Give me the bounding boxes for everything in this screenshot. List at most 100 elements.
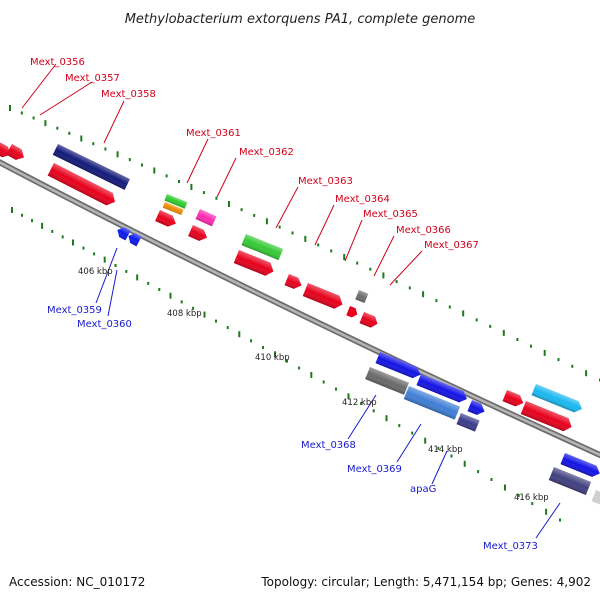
tick-mark [103,256,106,263]
gene-arrow[interactable] [188,225,209,243]
tick-mark [382,272,385,279]
tick-mark [517,494,520,497]
gene-arrow[interactable] [346,306,359,319]
tick-mark [215,196,218,200]
tick-mark [169,292,172,299]
label-connector-line [314,204,335,246]
tick-mark [385,415,388,422]
gene-label[interactable]: Mext_0362 [239,147,294,158]
tick-mark [116,151,119,158]
gene-arrow-mext-0358[interactable] [47,163,119,208]
tick-mark [250,339,253,343]
gene-label[interactable]: Mext_0369 [347,464,402,475]
tick-mark [56,126,59,130]
tick-mark [462,310,465,317]
gene-arrow-mext-0369[interactable] [403,386,460,420]
gene-arrow[interactable] [162,202,184,216]
kbp-label: 416 kbp [514,493,549,503]
tick-mark [238,331,241,338]
gene-label[interactable]: Mext_0359 [47,305,102,316]
gene-label[interactable]: Mext_0364 [335,194,390,205]
gene-label[interactable]: Mext_0366 [396,225,451,236]
gene-label[interactable]: Mext_0357 [65,73,120,84]
tick-mark [202,191,205,195]
gene-arrow-mext-0359[interactable] [115,225,131,241]
gene-label[interactable]: Mext_0361 [186,128,241,139]
gene-arrow-mext-0361[interactable] [164,194,188,209]
label-connector-line [373,235,395,277]
tick-mark [165,174,168,178]
gene-arrow[interactable] [0,139,13,160]
gene-arrow-mext-0362[interactable] [195,209,217,227]
gene-arrow-mext-0367[interactable] [359,312,380,329]
gene-arrow-mext-0360[interactable] [126,231,142,247]
tick-mark [489,324,492,328]
tick-mark [411,431,414,435]
label-connector-line [216,157,237,198]
gene-arrow[interactable] [531,384,585,415]
tick-mark [226,326,229,330]
tick-mark [192,306,195,310]
tick-mark [477,470,480,474]
gene-arrow[interactable] [502,390,526,409]
gene-arrow-apag[interactable] [456,413,480,432]
gene-label[interactable]: Mext_0358 [101,89,156,100]
gene-arrow-mext-0364[interactable] [284,274,304,291]
tick-mark [408,286,411,290]
gene-label[interactable]: Mext_0363 [298,176,353,187]
gene-arrow[interactable] [155,210,178,229]
gene-label[interactable]: Mext_0365 [363,209,418,220]
tick-mark [450,454,453,458]
tick-mark [21,213,23,217]
tick-mark [31,219,33,223]
gene-arrow[interactable] [375,352,423,380]
tick-mark [278,225,281,229]
tick-mark [435,299,438,303]
gene-arrow[interactable] [416,374,470,405]
gene-arrow-mext-0363[interactable] [241,234,284,261]
tick-mark [274,351,276,358]
gene-arrow[interactable] [233,250,276,278]
tick-mark [158,288,161,291]
tick-mark [347,393,350,400]
outer-tick-marks [9,105,600,382]
gene-label[interactable]: Mext_0360 [77,319,132,330]
tick-mark [104,147,107,151]
label-connector-line [95,247,118,304]
tick-mark [322,380,325,384]
label-connector-line [39,81,93,116]
tick-mark [20,111,23,115]
gene-arrow[interactable] [560,453,600,479]
gene-arrow[interactable] [520,401,574,433]
gene-arrow-mext-0356[interactable] [52,144,130,190]
gene-label[interactable]: Mext_0356 [30,57,85,68]
gene-label[interactable]: Mext_0367 [424,240,479,251]
gene-label[interactable]: apaG [410,484,436,495]
gene-arrow-mext-0368[interactable] [365,367,409,395]
tick-mark [557,358,560,362]
gene-arrow-mext-0373[interactable] [548,467,592,495]
tick-mark [395,280,398,284]
gene-label[interactable]: Mext_0368 [301,440,356,451]
tick-mark [490,478,493,481]
tick-mark [93,252,96,256]
gene-arrow-mext-0365[interactable] [302,283,345,311]
tick-mark [265,218,268,225]
tick-mark [68,131,71,135]
tick-mark [335,387,337,391]
tick-mark [504,484,506,491]
tick-mark [448,305,451,309]
gene-labels: Mext_0356Mext_0357Mext_0358Mext_0361Mext… [30,57,538,552]
label-connectors [21,63,561,539]
gene-label[interactable]: Mext_0373 [483,541,538,552]
tick-mark [190,184,193,190]
gene-arrow-mext-0366[interactable] [355,290,369,304]
gene-arrow[interactable] [467,400,487,417]
gene-arrow[interactable] [6,144,27,163]
tick-mark [398,424,401,428]
tick-mark [141,163,143,167]
label-connector-line [347,394,377,440]
tick-mark [51,229,54,233]
gene-arrow[interactable] [591,490,600,506]
